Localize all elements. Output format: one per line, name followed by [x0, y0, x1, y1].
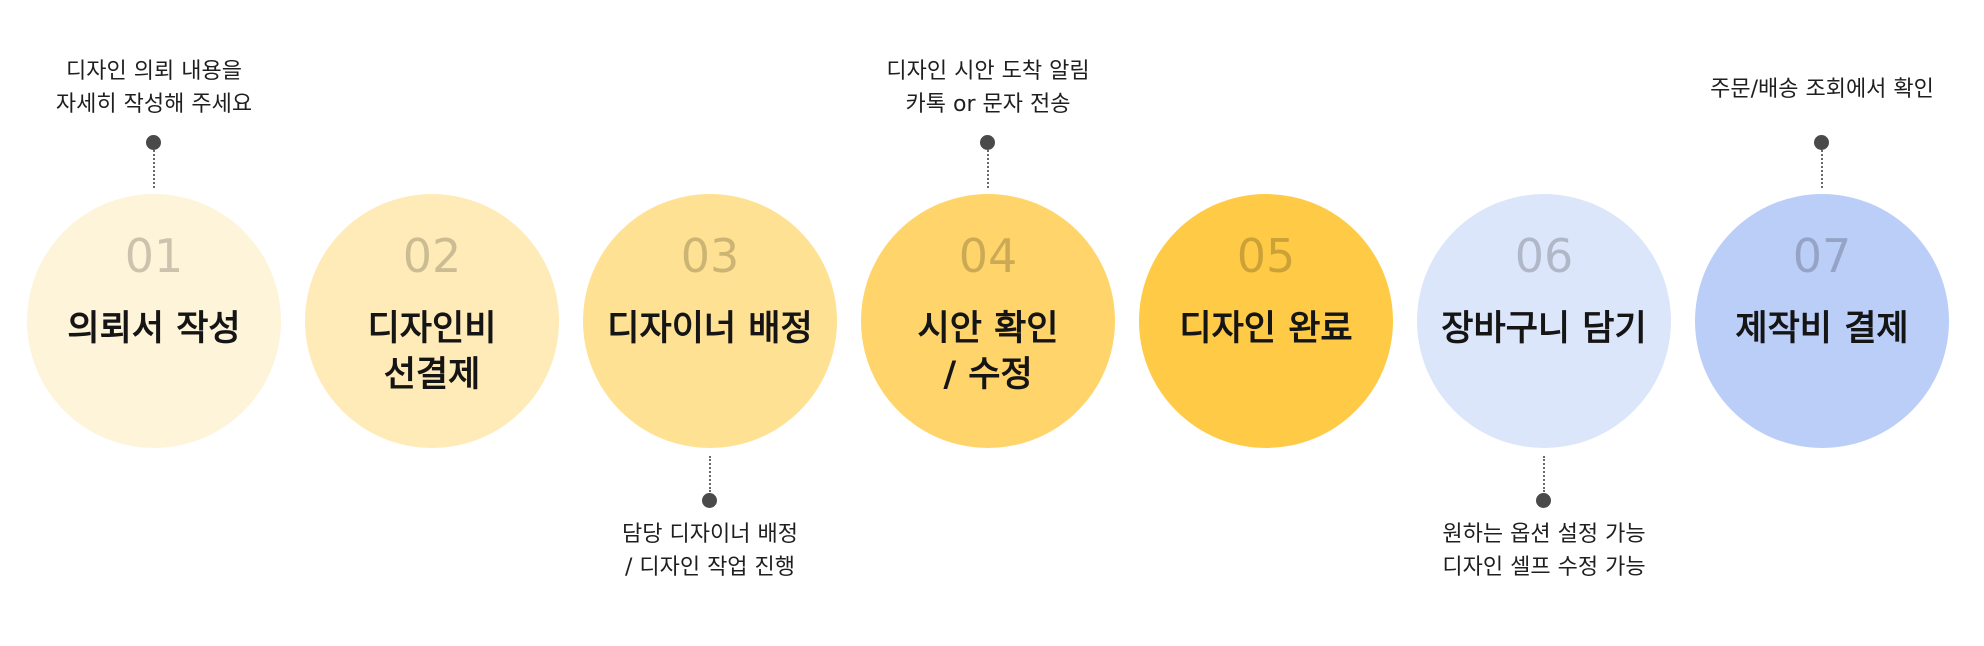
step-note-line: / 디자인 작업 진행 [624, 555, 796, 580]
step-title-line: 시안 확인 [917, 309, 1059, 349]
connector-dot [146, 135, 161, 150]
step-circle [305, 194, 559, 448]
step-note-line: 디자인 의뢰 내용을 [66, 59, 242, 84]
step-note-line: 담당 디자이너 배정 [622, 522, 798, 547]
step-title: 시안 확인 / 수정 [861, 306, 1115, 398]
step-note-line: 카톡 or 문자 전송 [905, 92, 1071, 117]
connector-dotted-line [1543, 456, 1545, 492]
step-circle [1139, 194, 1393, 448]
connector-dot [702, 493, 717, 508]
connector-dotted-line [709, 456, 711, 492]
step-note-line: 디자인 시안 도착 알림 [886, 59, 1090, 84]
step-note: 주문/배송 조회에서 확인 [1635, 73, 1984, 106]
step-title-line: 의뢰서 작성 [67, 309, 241, 349]
connector-dotted-line [1821, 150, 1823, 188]
connector-dot [980, 135, 995, 150]
step-number: 02 [402, 229, 462, 283]
step-title: 디자이너 배정 [583, 306, 837, 352]
step-circle [1695, 194, 1949, 448]
step-title-line: 장바구니 담기 [1441, 309, 1647, 349]
connector-dotted-line [153, 150, 155, 188]
connector-dotted-line [987, 150, 989, 188]
step-note: 담당 디자이너 배정 / 디자인 작업 진행 [523, 518, 897, 584]
connector-dot [1536, 493, 1551, 508]
step-note-line: 자세히 작성해 주세요 [55, 92, 253, 117]
step-title-line: 제작비 결제 [1735, 309, 1909, 349]
step-number: 07 [1792, 229, 1852, 283]
step-title: 디자인 완료 [1139, 306, 1393, 352]
step-title-line: 디자인비 [367, 309, 497, 349]
step-number: 03 [680, 229, 740, 283]
step-title-line: / 수정 [943, 355, 1033, 395]
step-number: 05 [1236, 229, 1296, 283]
step-note-line: 원하는 옵션 설정 가능 [1442, 522, 1646, 547]
step-title: 의뢰서 작성 [27, 306, 281, 352]
step-number: 01 [124, 229, 184, 283]
step-number: 06 [1514, 229, 1574, 283]
connector-dot [1814, 135, 1829, 150]
step-circle [1417, 194, 1671, 448]
step-title-line: 디자인 완료 [1179, 309, 1353, 349]
step-circle [583, 194, 837, 448]
step-title: 제작비 결제 [1695, 306, 1949, 352]
process-step-07: 07 제작비 결제 주문/배송 조회에서 확인 [1695, 0, 1949, 646]
step-circle [861, 194, 1115, 448]
step-number: 04 [958, 229, 1018, 283]
step-title-line: 디자이너 배정 [607, 309, 813, 349]
step-circle [27, 194, 281, 448]
step-note-line: 주문/배송 조회에서 확인 [1710, 77, 1934, 102]
step-title-line: 선결제 [383, 355, 481, 395]
step-note-line: 디자인 셀프 수정 가능 [1442, 555, 1646, 580]
step-title: 장바구니 담기 [1417, 306, 1671, 352]
process-step-05: 05 디자인 완료 [1139, 0, 1393, 646]
